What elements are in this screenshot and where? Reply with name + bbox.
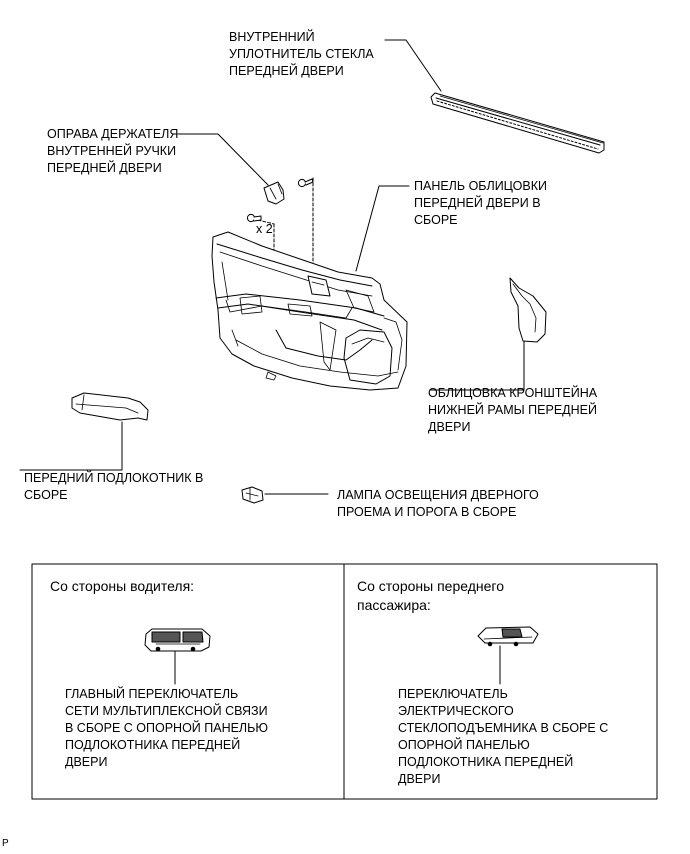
- handle-bezel: [263, 181, 285, 205]
- frame-bracket-garnish: [509, 277, 547, 343]
- figure-code: P: [2, 838, 9, 849]
- screw-upper: [297, 178, 314, 188]
- screw-count: x 2: [256, 222, 273, 236]
- screw-lower: [246, 213, 262, 223]
- door-trim-board: [211, 231, 408, 391]
- label-driver-master-switch: ГЛАВНЫЙ ПЕРЕКЛЮЧАТЕЛЬ СЕТИ МУЛЬТИПЛЕКСНО…: [65, 687, 268, 769]
- passenger-window-switch: [477, 626, 539, 647]
- label-handle-bezel: ОПРАВА ДЕРЖАТЕЛЯ ВНУТРЕННЕЙ РУЧКИ ПЕРЕДН…: [47, 127, 179, 175]
- courtesy-lamp: [241, 486, 264, 504]
- passenger-panel-title: Со стороны переднего пассажира:: [357, 578, 504, 613]
- glass-weatherstrip: [430, 92, 605, 154]
- label-armrest: ПЕРЕДНИЙ ПОДЛОКОТНИК В СБОРЕ: [24, 471, 204, 502]
- label-trim-board: ПАНЕЛЬ ОБЛИЦОВКИ ПЕРЕДНЕЙ ДВЕРИ В СБОРЕ: [414, 179, 547, 227]
- front-armrest: [71, 392, 149, 421]
- label-courtesy-lamp: ЛАМПА ОСВЕЩЕНИЯ ДВЕРНОГО ПРОЕМА И ПОРОГА…: [337, 488, 539, 519]
- driver-panel-title: Со стороны водителя:: [50, 578, 195, 594]
- driver-master-switch: [144, 628, 211, 652]
- label-passenger-window-switch: ПЕРЕКЛЮЧАТЕЛЬ ЭЛЕКТРИЧЕСКОГО СТЕКЛОПОДЪЕ…: [398, 687, 609, 786]
- leader-lines: [19, 39, 525, 685]
- label-frame-garnish: ОБЛИЦОВКА КРОНШТЕЙНА НИЖНЕЙ РАМЫ ПЕРЕДНЕ…: [428, 386, 598, 434]
- label-glass-weatherstrip: ВНУТРЕННИЙ УПЛОТНИТЕЛЬ СТЕКЛА ПЕРЕДНЕЙ Д…: [229, 30, 374, 78]
